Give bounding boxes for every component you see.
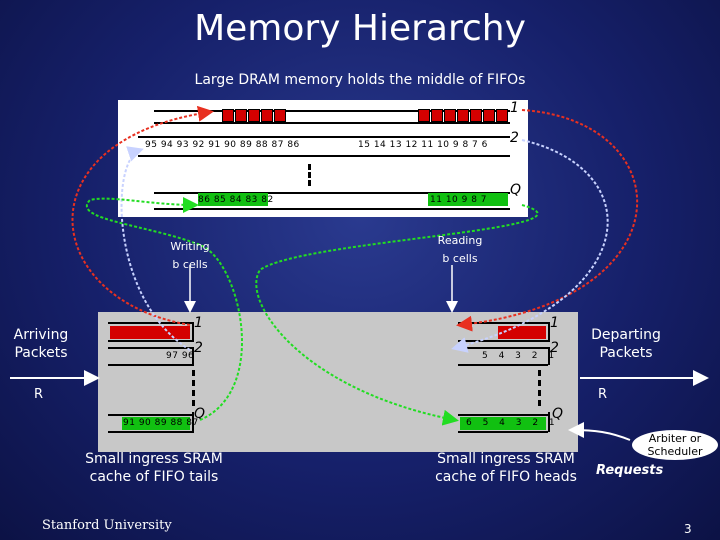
dram-cell — [457, 109, 469, 122]
sram-head-qq: Q — [552, 406, 564, 422]
sram-head-row2: 5 4 3 2 1 — [482, 351, 559, 361]
dram-row3-cells-right — [428, 193, 508, 206]
dram-queue-1-label: 1 — [510, 100, 519, 116]
dram-queue-2-label: 2 — [510, 130, 519, 146]
departing-label: Departing Packets — [591, 327, 661, 361]
dram-cell — [248, 109, 260, 122]
arriving-label: Arriving Packets — [13, 327, 69, 361]
reading-label: Reading b cells — [437, 234, 483, 265]
page-number: 3 — [684, 522, 692, 536]
sram-head-rowq: 6 5 4 3 2 1 — [466, 418, 559, 428]
slide-subtitle: Large DRAM memory holds the middle of FI… — [194, 72, 526, 88]
sram-tail-row1 — [110, 326, 190, 339]
sram-head-q1: 1 — [550, 315, 559, 331]
write-arrow-blue — [120, 146, 191, 351]
dram-cell — [496, 109, 508, 122]
dram-cell — [431, 109, 443, 122]
sram-head-q2: 2 — [550, 340, 559, 356]
dram-cell — [222, 109, 234, 122]
write-arrow-red — [71, 105, 214, 326]
dram-row3-cells — [198, 193, 268, 206]
write-arrow-green — [86, 196, 243, 421]
sram-head-caption: Small ingress SRAM cache of FIFO heads — [435, 451, 577, 485]
sram-head-rowq-cells — [460, 417, 546, 430]
sram-tail-row2: 97 96 — [166, 351, 195, 361]
read-arrow-red — [456, 109, 639, 332]
sram-tail-rowq-cells — [122, 417, 190, 430]
dram-cell — [274, 109, 286, 122]
rate-right: R — [598, 387, 608, 402]
dram-cell — [261, 109, 273, 122]
rate-left: R — [34, 387, 44, 402]
dram-queue-q-label: Q — [510, 182, 522, 198]
dram-cell — [483, 109, 495, 122]
arbiter-cloud: Arbiter or Scheduler — [632, 430, 718, 460]
read-arrow-green — [255, 204, 539, 426]
dram-row3-left: 86 85 84 83 82 — [198, 195, 274, 205]
sram-tail-q2: 2 — [194, 340, 203, 356]
sram-tail-rowq: 91 90 89 88 87 — [123, 418, 199, 428]
read-arrow-blue — [451, 139, 609, 353]
sram-tail-q1: 1 — [194, 315, 203, 331]
dram-row2-right: 15 14 13 12 11 10 9 8 7 6 — [358, 140, 488, 150]
dram-cell — [235, 109, 247, 122]
requests-label: Requests — [596, 463, 664, 478]
writing-label: Writing b cells — [170, 240, 210, 271]
sram-tail-qq: Q — [194, 406, 206, 422]
sram-tail-caption: Small ingress SRAM cache of FIFO tails — [85, 451, 223, 485]
sram-block: 1 97 96 2 91 90 89 88 87 Q 1 5 4 3 2 1 2… — [98, 312, 578, 452]
dram-cell — [444, 109, 456, 122]
dram-cell — [418, 109, 430, 122]
dram-row3-right: 11 10 9 8 7 — [430, 195, 488, 205]
footer-university: Stanford University — [42, 518, 172, 533]
requests-arrow — [568, 422, 631, 441]
slide-title: Memory Hierarchy — [194, 8, 526, 49]
dram-cell — [470, 109, 482, 122]
dram-row2-left: 95 94 93 92 91 90 89 88 87 86 — [145, 140, 300, 150]
